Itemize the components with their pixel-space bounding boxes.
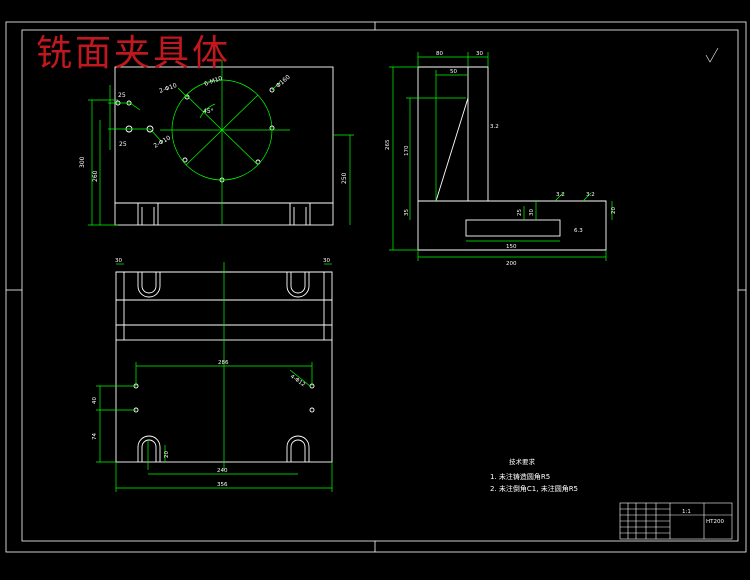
title-block-scale: 1:1 bbox=[682, 509, 691, 515]
dim-front-circle-dia: Φ160 bbox=[275, 74, 292, 90]
dim-top-top-right: 30 bbox=[323, 258, 330, 264]
front-view-dims bbox=[88, 60, 354, 226]
dim-front-hole-3: 6-M10 bbox=[203, 75, 223, 88]
notes-heading: 技术要求 bbox=[509, 457, 536, 466]
dim-side-inner-1: 30 bbox=[529, 209, 535, 216]
roughness-symbol bbox=[705, 47, 719, 63]
dim-top-width-total: 356 bbox=[217, 482, 228, 488]
dim-side-top-2: 30 bbox=[476, 51, 483, 57]
dim-front-angle: 45° bbox=[203, 108, 214, 115]
dim-top-inner-span: 286 bbox=[218, 360, 229, 366]
roughness-side-2: 3.2 bbox=[556, 192, 565, 198]
dim-side-height-low: 35 bbox=[404, 209, 410, 216]
side-view-labels: 80 30 50 265 170 35 30 25 150 200 20 3.2… bbox=[385, 51, 617, 267]
sheet-border bbox=[5, 21, 747, 553]
side-view bbox=[417, 66, 607, 251]
dim-top-top-left: 30 bbox=[115, 258, 122, 264]
technical-notes: 技术要求 1. 未注铸造圆角R5 2. 未注倒角C1, 未注圆角R5 bbox=[490, 457, 578, 493]
roughness-side-3: 3.2 bbox=[586, 192, 595, 198]
dim-top-left-2: 74 bbox=[92, 433, 98, 440]
dim-front-h-left: 300 bbox=[79, 156, 86, 168]
dim-side-slot-width: 150 bbox=[506, 244, 517, 250]
dim-side-height-mid: 170 bbox=[404, 145, 410, 156]
dim-side-inner-2: 25 bbox=[517, 209, 523, 216]
roughness-side-4: 6.3 bbox=[574, 228, 583, 234]
dim-front-small-2: 25 bbox=[119, 141, 127, 148]
dim-top-slot: 20 bbox=[164, 451, 170, 458]
dim-side-top-1: 80 bbox=[436, 51, 443, 57]
title-block bbox=[619, 502, 733, 540]
drawing-title: 铣面夹具体 bbox=[36, 33, 232, 74]
notes-line-2: 2. 未注倒角C1, 未注圆角R5 bbox=[490, 484, 578, 493]
top-view-dims bbox=[96, 262, 333, 492]
notes-line-1: 1. 未注铸造圆角R5 bbox=[490, 472, 550, 481]
dim-front-hole-1: 2-Φ10 bbox=[158, 82, 178, 95]
side-view-dims bbox=[389, 52, 613, 261]
dim-front-small-1: 25 bbox=[118, 92, 126, 99]
dim-side-height-total: 265 bbox=[385, 139, 391, 150]
dim-side-base-width: 200 bbox=[506, 261, 517, 267]
dim-front-h-right: 250 bbox=[341, 172, 348, 184]
dim-side-base-right: 20 bbox=[611, 207, 617, 214]
dim-top-width-mid: 240 bbox=[217, 468, 228, 474]
title-block-material: HT200 bbox=[706, 519, 724, 525]
dim-side-top-3: 50 bbox=[450, 69, 457, 75]
front-view bbox=[114, 66, 334, 226]
dim-front-hole-2: 2-Φ10 bbox=[153, 134, 173, 149]
dim-top-left-1: 40 bbox=[92, 397, 98, 404]
roughness-side-1: 3.2 bbox=[490, 124, 499, 130]
dim-front-h-left-inner: 260 bbox=[92, 170, 99, 182]
title-block-labels: HT200 1:1 bbox=[682, 509, 724, 525]
